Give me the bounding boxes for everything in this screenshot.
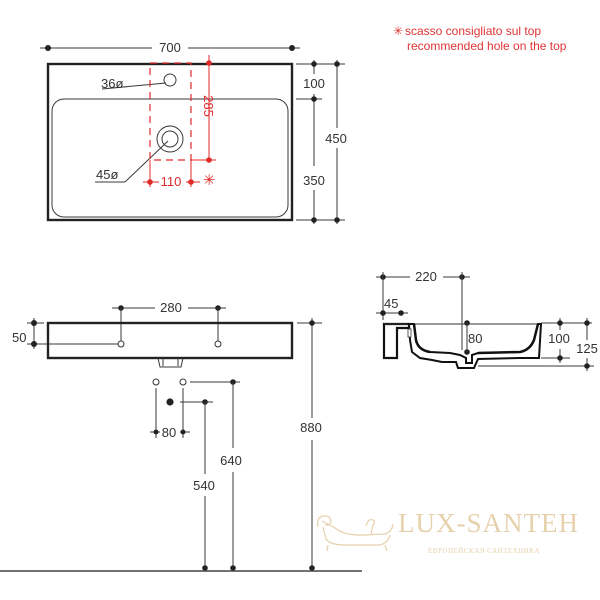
side-height-dimension: 100 [548, 331, 570, 346]
brand-name: LUX-SANTEH [398, 508, 579, 538]
supply-height-dimension: 640 [220, 453, 242, 468]
front-view: 280 50 80 540 [0, 300, 362, 572]
side-total-height-dimension: 125 [576, 341, 598, 356]
bracket-hole-right [214, 340, 222, 348]
sink-outline-top [46, 62, 294, 222]
basin-dimension: 350 [303, 173, 325, 188]
recess-width-dimension: 110 [161, 174, 182, 189]
drain-outlet-front [157, 357, 184, 368]
depth-dimension: 450 [325, 131, 347, 146]
ledge-dimension: 100 [303, 76, 325, 91]
side-depth-dimension: 220 [415, 269, 437, 284]
watermark-logo: LUX-SANTEH ЕВРОПЕЙСКАЯ САНТЕХНИКА [316, 508, 579, 555]
note-marker-icon: ✳ [393, 24, 403, 38]
brand-tagline: ЕВРОПЕЙСКАЯ САНТЕХНИКА [428, 547, 540, 555]
recess-marker-icon: ✳ [203, 172, 216, 189]
drain-inner [161, 130, 179, 148]
supply-pipe-right [179, 378, 187, 386]
drain-outer [156, 125, 184, 153]
side-view: 220 45 80 100 [376, 269, 598, 371]
recommended-hole-note: ✳ scasso consigliato sul top recommended… [393, 24, 567, 53]
drain-height-dimension: 540 [193, 478, 215, 493]
recommended-recess [149, 62, 192, 161]
note-line-1: scasso consigliato sul top [405, 24, 541, 38]
top-view: 700 36ø 45ø 285 110 ✳ [40, 40, 347, 224]
bowl-depth-dimension: 80 [468, 331, 482, 346]
bracket-spacing-dimension: 280 [160, 300, 182, 315]
note-line-2: recommended hole on the top [407, 39, 567, 53]
width-dimension: 700 [159, 40, 181, 55]
top-height-dimension: 880 [300, 420, 322, 435]
drain-pipe-point [166, 398, 174, 406]
supply-pipe-left [152, 378, 160, 386]
sink-profile-side [382, 322, 543, 369]
side-offset-dimension: 45 [384, 296, 398, 311]
pipe-spacing-dimension: 80 [162, 425, 176, 440]
drain-diameter: 45ø [96, 167, 118, 182]
recess-depth-dimension: 285 [201, 95, 216, 117]
bathtub-icon [316, 515, 394, 552]
bracket-height-dimension: 50 [12, 330, 26, 345]
sink-outline-front [46, 321, 294, 360]
basin-outline [51, 98, 289, 218]
tap-hole-diameter: 36ø [101, 76, 123, 91]
bracket-hole-left [117, 340, 125, 348]
tap-hole [163, 73, 177, 87]
